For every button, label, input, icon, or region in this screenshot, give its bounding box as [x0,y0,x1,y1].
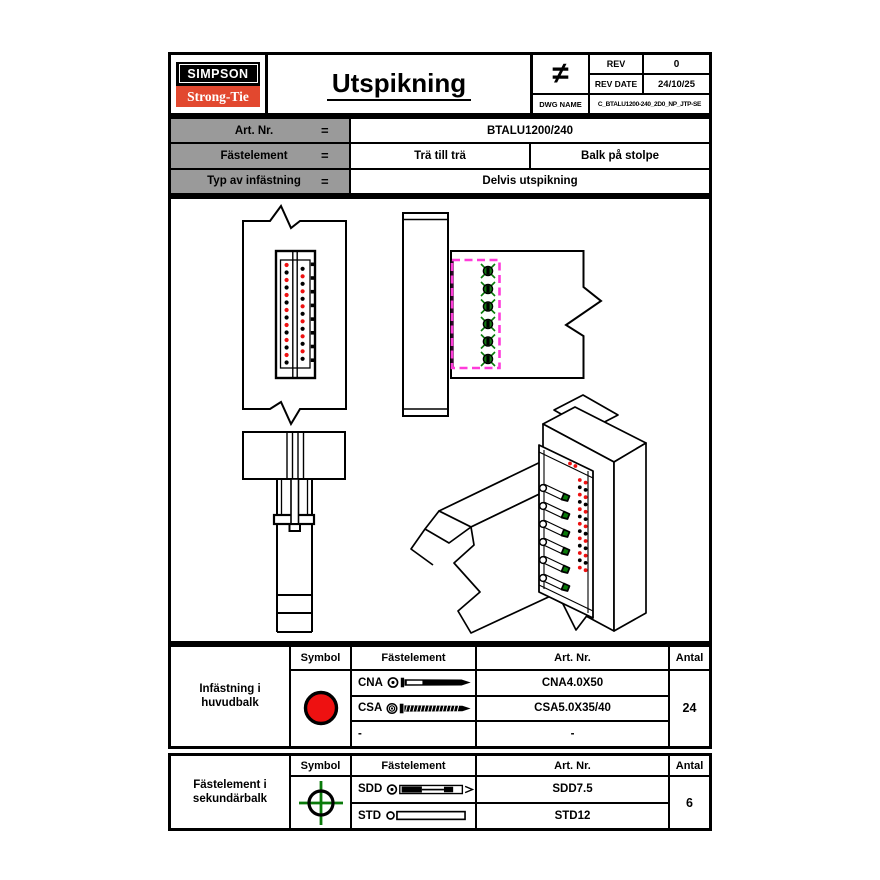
col-header-symbol: Symbol [291,756,350,775]
fastener-cell: SDD [352,777,475,802]
spec-row-infastning-typ: Typ av infästning = Delvis utspikning [171,169,709,193]
spec-label-text: Fästelement [220,149,288,162]
fastener-code: STD [358,809,381,822]
fastener-cell: CNA [352,671,475,695]
front-view [242,204,347,427]
std-dowel-icon [386,811,466,821]
symbol-cell [291,671,350,746]
spec-label-text: Typ av infästning [207,175,301,188]
side-view [402,212,603,417]
col-header-antal: Antal [670,756,709,775]
not-equal-scale-icon: ≠ [533,55,588,93]
csa-screw-icon [386,702,471,715]
simpson-strongtie-logo: SIMPSON Strong-Tie [176,61,260,107]
col-header-antal: Antal [670,647,709,669]
cna-nail-icon [387,677,471,689]
fastener-code: - [358,728,362,741]
fastener-code: CNA [358,676,383,689]
fastener-cell: CSA [352,696,475,721]
fastener-cell: STD [352,803,475,828]
col-header-art-nr: Art. Nr. [477,647,668,669]
art-nr-cell: CSA5.0X35/40 [477,696,668,721]
spec-row-art-nr: Art. Nr. = BTALU1200/240 [171,119,709,143]
spec-label: Art. Nr. = [171,119,349,143]
rev-date-value: 24/10/25 [644,75,709,93]
rev-value: 0 [644,55,709,73]
green-crosshair-circle-icon [298,780,343,825]
rev-date-label: REV DATE [590,75,642,93]
title-block: SIMPSON Strong-Tie Utspikning ≠ REV 0 RE… [168,52,712,116]
spec-row-fastelement: Fästelement = Trä till trä Balk på stolp… [171,144,709,168]
red-filled-circle-icon [303,691,338,726]
logo-simpson: SIMPSON [176,61,260,86]
col-header-symbol: Symbol [291,647,350,669]
fastener-table-sekundarbalk: Fästelement i sekundärbalk Symbol Fästel… [168,753,712,831]
equals-sign: = [321,148,329,164]
technical-drawing [242,204,647,634]
art-nr-cell: SDD7.5 [477,777,668,802]
rev-label: REV [590,55,642,73]
spec-value: Trä till trä [351,144,529,168]
spec-value: Balk på stolpe [531,144,709,168]
spec-label-text: Art. Nr. [234,124,274,137]
art-nr-cell: - [477,722,668,746]
art-nr-cell: STD12 [477,803,668,828]
table-row-label: Infästning i huvudbalk [171,647,289,746]
fastener-code: CSA [358,702,383,715]
logo-cell: SIMPSON Strong-Tie [171,55,268,113]
iso-view [410,394,647,634]
col-header-fastener: Fästelement [352,756,475,775]
col-header-fastener: Fästelement [352,647,475,669]
table-row-label: Fästelement i sekundärbalk [171,756,289,828]
equals-sign: = [321,123,329,139]
col-header-art-nr: Art. Nr. [477,756,668,775]
dwg-name-value: C_BTALU1200-240_2D0_NP_JTP-SE [590,95,709,113]
spec-value: BTALU1200/240 [351,119,709,143]
antal-cell: 6 [670,777,709,828]
drawing-views-area [168,196,712,644]
logo-simpson-text: SIMPSON [178,64,258,83]
sdd-dowel-icon [387,784,475,795]
front-view-nail-dots [284,262,315,365]
antal-cell: 24 [670,671,709,746]
dwg-name-label: DWG NAME [533,95,588,113]
title-cell: Utspikning [268,55,533,113]
spec-label: Typ av infästning = [171,169,349,193]
iso-view-nail-dots [568,461,588,573]
drawing-sheet: SIMPSON Strong-Tie Utspikning ≠ REV 0 RE… [168,52,712,831]
spec-rows: Art. Nr. = BTALU1200/240 Fästelement = T… [168,116,712,196]
revision-block: ≠ REV 0 REV DATE 24/10/25 DWG NAME C_BTA… [533,55,709,113]
bottom-view [242,431,346,633]
fastener-table-huvudbalk: Infästning i huvudbalk Symbol Fästelemen… [168,644,712,749]
spec-value: Delvis utspikning [351,169,709,193]
partial-nailing-zone-outline [450,258,501,370]
spec-label: Fästelement = [171,144,349,168]
fastener-code: SDD [358,783,383,796]
sheet-title: Utspikning [326,68,472,101]
symbol-cell [291,777,350,828]
csa-thread-lines [405,705,460,712]
fastener-cell: - [352,722,475,746]
art-nr-cell: CNA4.0X50 [477,671,668,695]
equals-sign: = [321,173,329,189]
logo-strongtie-text: Strong-Tie [176,85,260,107]
